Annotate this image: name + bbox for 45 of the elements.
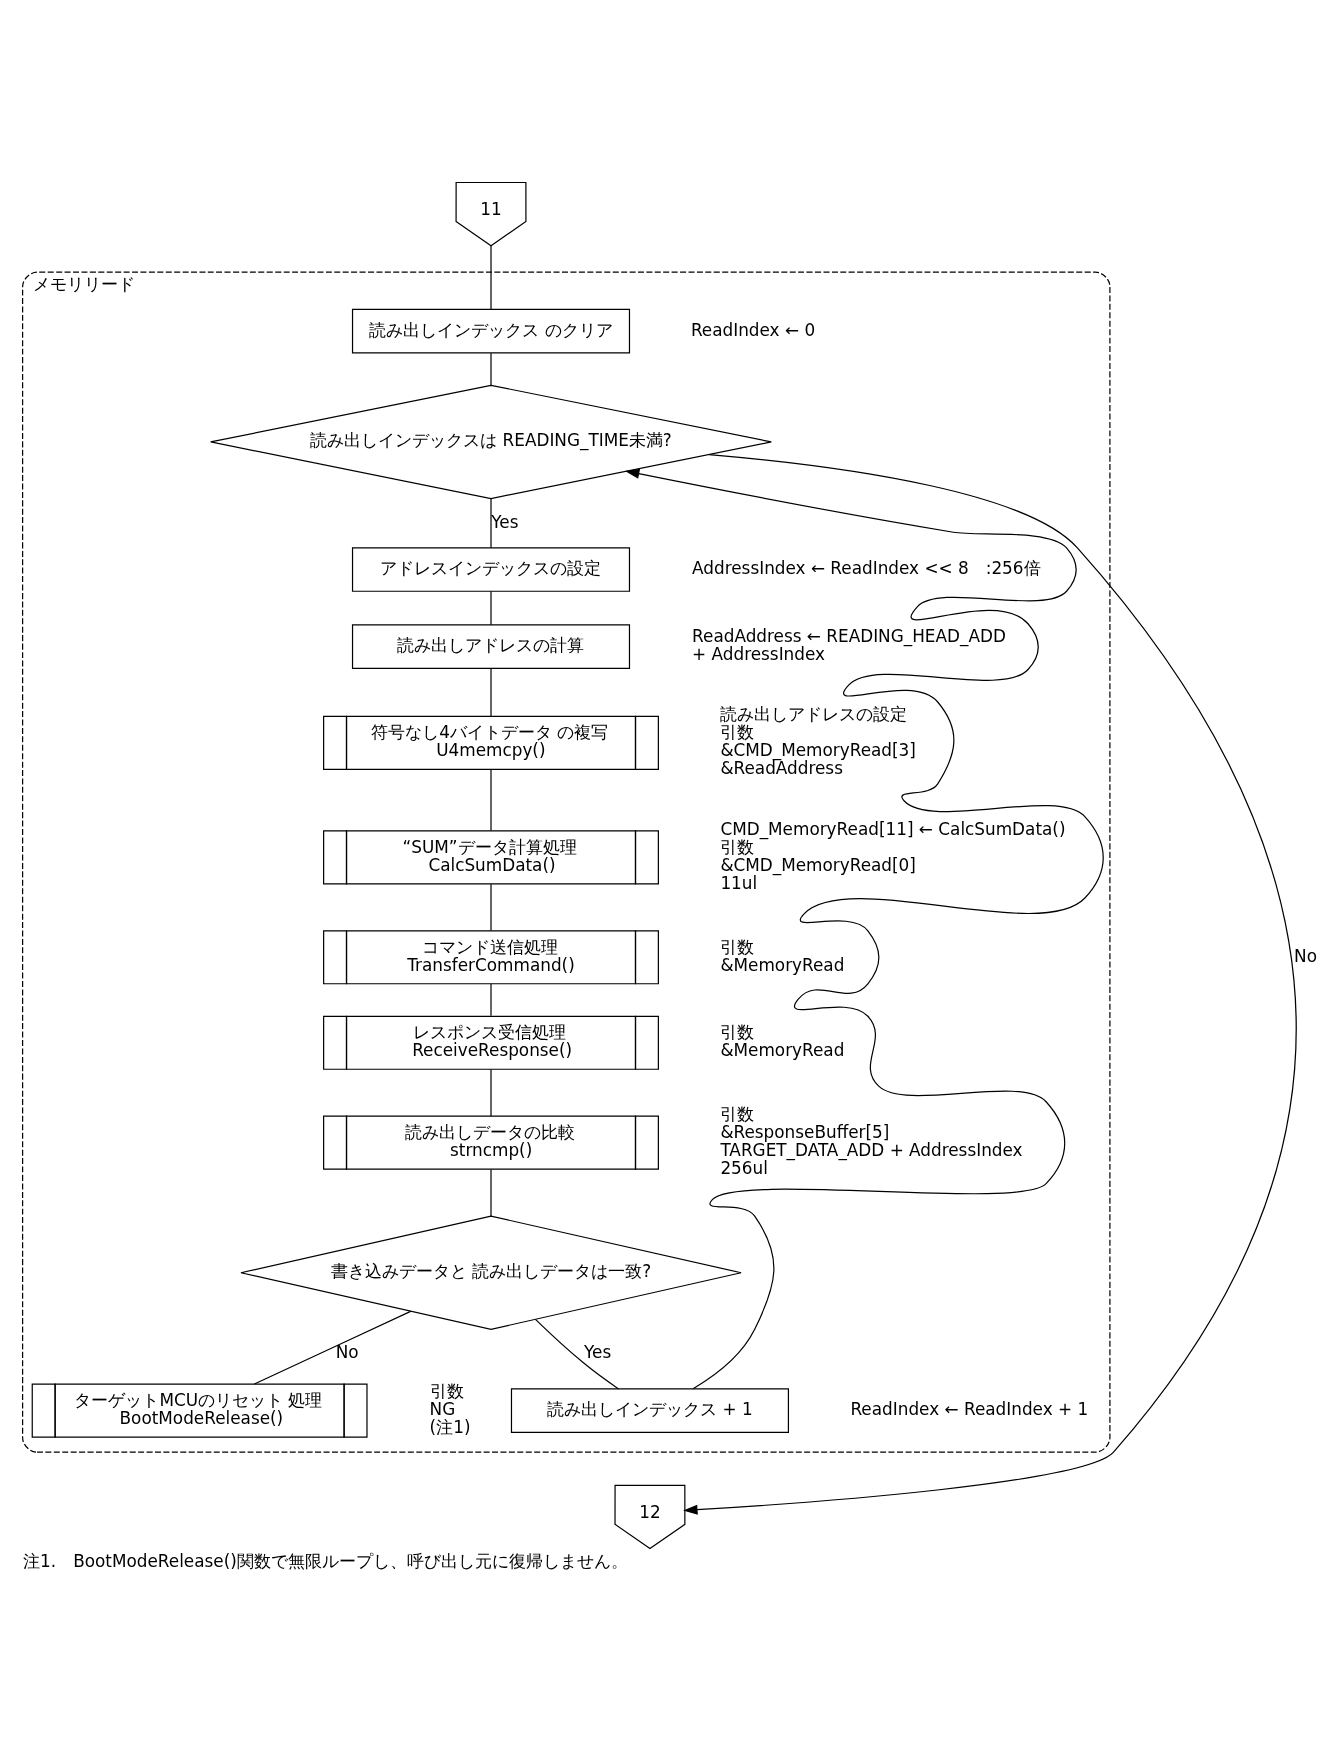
- node-label: 引数: [720, 1021, 755, 1042]
- node-label: 引数: [720, 836, 755, 857]
- node-label: 引数: [429, 1380, 464, 1401]
- connector: [490, 768, 492, 831]
- node-box: 読み出しインデックス + 1: [510, 1387, 789, 1433]
- caption: 注1. BootModeRelease()関数で無限ループし、呼び出し元に復帰しません。: [23, 1550, 628, 1571]
- edge-label: Yes: [583, 1341, 612, 1362]
- node-label: ReadIndex ← ReadIndex + 1: [850, 1398, 1089, 1419]
- node-label: &MemoryRead: [720, 954, 845, 975]
- node-box: 読み出しインデックス のクリア: [351, 308, 631, 353]
- connector: [490, 497, 492, 548]
- node-label: 引数: [720, 1103, 755, 1124]
- arrow: [683, 453, 1297, 1515]
- connector: [490, 667, 492, 717]
- node-label: 読み出しアドレスの設定: [720, 703, 908, 724]
- connector: [490, 352, 492, 386]
- node-label: ReadIndex ← 0: [690, 319, 816, 340]
- edge-label: No: [1294, 945, 1318, 966]
- connector: [490, 982, 492, 1016]
- node-label: 引数: [720, 936, 755, 957]
- connector: [253, 1310, 412, 1385]
- node-label: CMD_MemoryRead[11] ← CalcSumData(): [720, 818, 1066, 839]
- node-label: AddressIndex ← ReadIndex << 8 :256倍: [692, 557, 1041, 578]
- node-label: &CMD_MemoryRead[3]: [720, 739, 916, 760]
- node-box: アドレスインデックスの設定: [351, 546, 631, 592]
- edge-label: No: [335, 1341, 359, 1362]
- connector: [490, 883, 492, 931]
- connector: [490, 244, 492, 310]
- node-diamond: 読み出しインデックスは READING_TIME未満?: [210, 384, 772, 499]
- arrow: [624, 468, 1104, 1389]
- node-label: (注1): [429, 1416, 471, 1437]
- node-diamond: 書き込みデータと 読み出しデータは一致?: [240, 1215, 742, 1330]
- node-label: ReadAddress ← READING_HEAD_ADD: [692, 625, 1006, 646]
- connector: [534, 1318, 620, 1389]
- connector: [490, 1068, 492, 1117]
- connector: [490, 590, 492, 625]
- node-label: &MemoryRead: [720, 1039, 845, 1060]
- node-label: &CMD_MemoryRead[0]: [720, 854, 916, 875]
- node-label: &ResponseBuffer[5]: [720, 1121, 890, 1142]
- node-box: 読み出しアドレスの計算: [351, 623, 631, 669]
- node-label: + AddressIndex: [692, 643, 826, 664]
- connector: [490, 1168, 492, 1217]
- node-label: 11ul: [720, 872, 758, 893]
- node-label: 256ul: [720, 1157, 768, 1178]
- node-label: NG: [429, 1398, 456, 1419]
